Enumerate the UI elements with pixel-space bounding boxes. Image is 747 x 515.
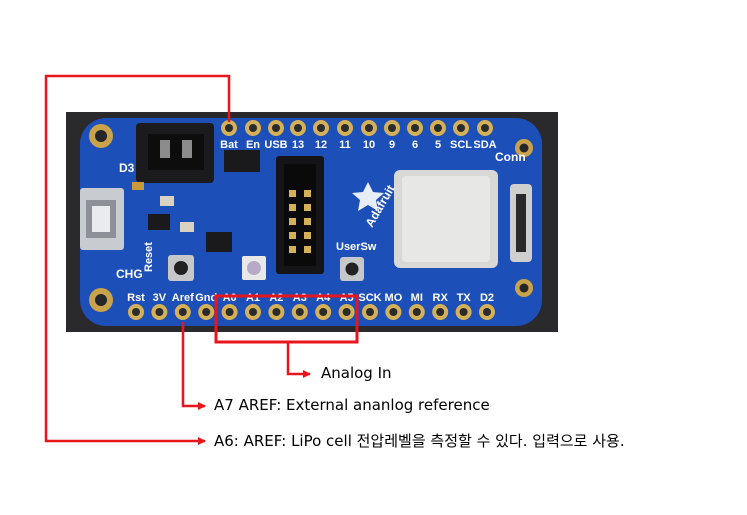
top-pin-hole — [225, 124, 233, 132]
top-pin-label: 5 — [435, 139, 441, 151]
usersw-label: UserSw — [336, 241, 377, 253]
top-pin-label: SCL — [450, 139, 472, 151]
top-pin-label: 13 — [292, 139, 304, 151]
bottom-pin-label: A3 — [293, 292, 307, 304]
bottom-pin-hole — [412, 308, 421, 316]
top-pin-hole — [434, 124, 442, 132]
top-pin-hole — [365, 124, 373, 132]
reset-label: Reset — [143, 242, 155, 272]
top-pin-label: 9 — [389, 139, 395, 151]
bottom-pin-hole — [178, 308, 187, 316]
top-pin-label: SDA — [473, 139, 496, 151]
bottom-pin-hole — [483, 308, 491, 316]
top-pin-label: USB — [264, 139, 287, 151]
conn-label: Conn — [495, 150, 526, 164]
analog-in-arrow — [286, 342, 311, 378]
usb-connector — [80, 188, 124, 250]
bottom-pin-label: TX — [457, 292, 472, 304]
bottom-pin-hole — [342, 308, 351, 316]
bottom-pin-label: SCK — [358, 292, 381, 304]
reset-button — [168, 255, 194, 281]
a7-aref-callout: A7 AREF: External ananlog reference — [214, 396, 490, 414]
analog-pins-highlight-box — [214, 294, 359, 344]
bottom-pin-hole — [295, 308, 304, 316]
top-pin-hole — [272, 124, 280, 132]
bottom-pin-hole — [272, 308, 281, 316]
bottom-pin-hole — [225, 308, 234, 316]
small-components — [132, 150, 260, 252]
bottom-pin-label: Aref — [172, 292, 194, 304]
bottom-pin-label: D2 — [480, 292, 494, 304]
bottom-pin-hole — [132, 308, 140, 316]
bat-arrow — [44, 74, 231, 445]
aref-arrow — [181, 322, 206, 410]
bottom-pin-label: MO — [385, 292, 403, 304]
bottom-pin-label: A0 — [223, 292, 237, 304]
bottom-pin-label: A2 — [269, 292, 283, 304]
top-pin-label: 10 — [363, 139, 375, 151]
bottom-pin-hole — [249, 308, 257, 316]
top-pin-hole — [249, 124, 257, 132]
bottom-pin-label: A4 — [316, 292, 331, 304]
top-pin-label: 11 — [339, 139, 351, 151]
top-pin-hole — [317, 124, 325, 132]
ble-module — [394, 170, 532, 268]
bottom-pin-label: RX — [433, 292, 449, 304]
top-pin-hole — [388, 124, 396, 132]
analog-in-callout: Analog In — [321, 364, 392, 382]
bottom-pin-hole — [389, 308, 398, 316]
bottom-pin-label: A5 — [340, 292, 354, 304]
a6-aref-callout: A6: AREF: LiPo cell 전압레벨을 측정할 수 있다. 입력으로… — [214, 432, 625, 450]
bottom-pin-hole — [459, 308, 468, 316]
bottom-pin-label: 3V — [153, 292, 167, 304]
swd-header — [276, 156, 324, 274]
top-pin-hole — [411, 124, 419, 132]
bottom-pin-label: Rst — [127, 292, 145, 304]
top-pin-label: 12 — [315, 139, 327, 151]
top-pin-label: 6 — [412, 139, 418, 151]
bottom-pin-hole — [202, 308, 211, 316]
bottom-pin-label: A1 — [246, 292, 260, 304]
user-switch — [340, 257, 364, 281]
bottom-pin-hole — [366, 308, 374, 316]
bottom-pin-label: MI — [411, 292, 423, 304]
top-pin-label: En — [246, 139, 260, 151]
top-pin-hole — [294, 124, 302, 132]
top-pin-hole — [481, 124, 489, 132]
bottom-pin-hole — [155, 308, 164, 316]
top-pin-hole — [341, 124, 349, 132]
d3-label: D3 — [119, 161, 135, 175]
bottom-pin-hole — [436, 308, 445, 316]
neopixel-led — [242, 256, 266, 280]
adafruit-logo-icon — [352, 182, 384, 211]
bottom-pin-label: Gnd — [195, 292, 217, 304]
top-pin-label: Bat — [220, 139, 238, 151]
chg-label: CHG — [116, 267, 143, 281]
battery-connector — [136, 123, 214, 183]
bottom-pin-hole — [319, 308, 328, 316]
top-pin-hole — [457, 124, 465, 132]
